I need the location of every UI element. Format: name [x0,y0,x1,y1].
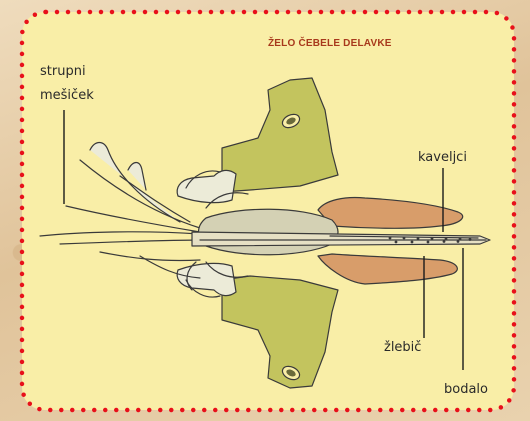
lower-lancet-plate [318,254,457,284]
upper-lancet-plate [318,198,463,229]
label-bodalo: bodalo [444,382,488,397]
lower-plate [222,276,338,388]
label-mesicek: mešiček [40,88,94,103]
upper-plate [222,78,338,192]
label-zlebic: žlebič [384,340,421,355]
label-strupni: strupni [40,64,86,79]
label-kaveljci: kaveljci [418,150,467,165]
